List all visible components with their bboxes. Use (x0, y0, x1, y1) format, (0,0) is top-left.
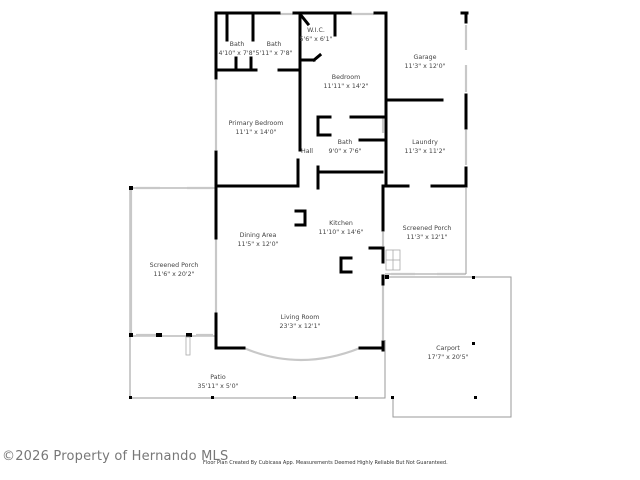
room-label-hall: Hall (301, 147, 313, 156)
room-label-bath: Bath 5'11" x 7'8" (255, 40, 292, 58)
room-name: Bath (229, 41, 245, 48)
room-name: Kitchen (329, 220, 353, 227)
room-name: Screened Porch (149, 262, 199, 269)
room-label-screened-porch: Screened Porch 11'6" x 20'2" (150, 261, 199, 279)
room-dimensions: 35'11" x 5'0" (197, 383, 239, 390)
room-dimensions: 5'6" x 6'1" (299, 36, 333, 43)
room-label-bath: Bath 4'10" x 7'8" (218, 40, 255, 58)
room-label-laundry: Laundry 11'3" x 11'2" (404, 138, 445, 156)
room-dimensions: 5'11" x 7'8" (255, 50, 293, 57)
room-name: Hall (300, 148, 314, 155)
window-segments (129, 12, 468, 362)
room-dimensions: 11'1" x 14'0" (235, 129, 277, 136)
room-dimensions: 11'3" x 12'1" (406, 234, 448, 241)
room-label-wic: W.I.C. 5'6" x 6'1" (299, 26, 332, 44)
room-dimensions: 11'11" x 14'2" (323, 83, 369, 90)
room-dimensions: 11'10" x 14'6" (318, 229, 364, 236)
room-dimensions: 11'3" x 11'2" (404, 148, 446, 155)
room-label-carport: Carport 17'7" x 20'5" (427, 344, 468, 362)
fixtures-and-posts (129, 186, 477, 399)
room-label-kitchen: Kitchen 11'10" x 14'6" (318, 219, 363, 237)
room-name: Dining Area (239, 232, 277, 239)
room-name: Primary Bedroom (228, 120, 284, 127)
small-steps (185, 249, 401, 356)
room-label-screened-porch: Screened Porch 11'3" x 12'1" (403, 224, 452, 242)
room-label-dining-area: Dining Area 11'5" x 12'0" (237, 231, 278, 249)
room-name: Bedroom (331, 74, 361, 81)
room-name: Bath (337, 139, 353, 146)
room-label-bath: Bath 9'0" x 7'6" (328, 138, 361, 156)
room-dimensions: 9'0" x 7'6" (328, 148, 362, 155)
room-name: Garage (413, 54, 437, 61)
room-dimensions: 11'6" x 20'2" (153, 271, 195, 278)
room-dimensions: 4'10" x 7'8" (218, 50, 256, 57)
room-label-patio: Patio 35'11" x 5'0" (197, 373, 238, 391)
copyright-watermark: ©2026 Property of Hernando MLS (2, 449, 229, 464)
room-dimensions: 17'7" x 20'5" (427, 354, 469, 361)
room-label-garage: Garage 11'3" x 12'0" (404, 53, 445, 71)
room-dimensions: 11'3" x 12'0" (404, 63, 446, 70)
interior-walls (214, 11, 469, 352)
room-label-primary-bedroom: Primary Bedroom 11'1" x 14'0" (229, 119, 284, 137)
room-name: Carport (436, 345, 460, 352)
room-dimensions: 11'5" x 12'0" (237, 241, 279, 248)
room-label-living-room: Living Room 23'3" x 12'1" (279, 313, 320, 331)
room-name: Patio (210, 374, 226, 381)
room-label-bedroom: Bedroom 11'11" x 14'2" (323, 73, 368, 91)
room-name: Bath (266, 41, 282, 48)
room-dimensions: 23'3" x 12'1" (279, 323, 321, 330)
room-name: W.I.C. (307, 27, 325, 34)
room-name: Laundry (412, 139, 438, 146)
disclaimer-text: Floor Plan Created By Cubicasa App. Meas… (203, 460, 448, 466)
room-name: Screened Porch (402, 225, 452, 232)
room-name: Living Room (280, 314, 320, 321)
